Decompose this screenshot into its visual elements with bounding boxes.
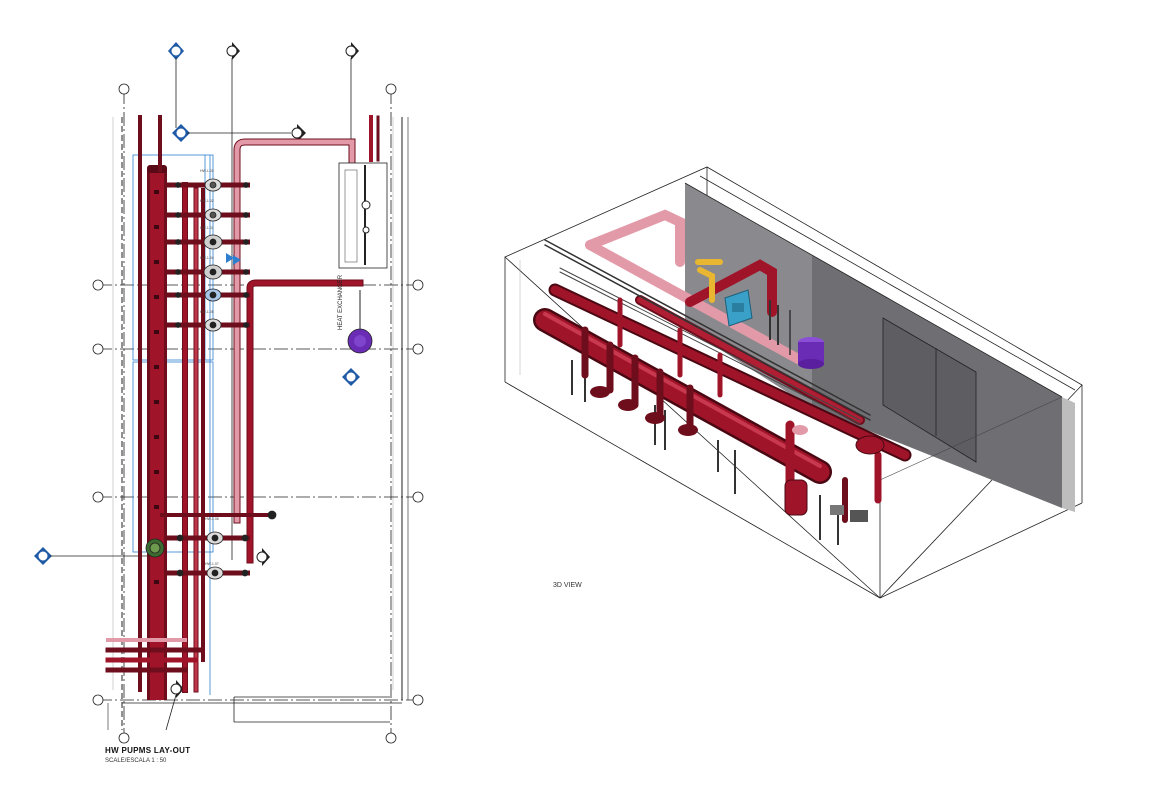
section-marker-mid-left[interactable] (172, 124, 190, 142)
flow-arrows (226, 253, 241, 265)
strainer-green (145, 538, 165, 558)
section-markers (34, 42, 360, 698)
equipment-3d (724, 289, 824, 369)
plan-scale: SCALE/ESCALA 1 : 50 (105, 758, 167, 764)
pump-6[interactable] (204, 318, 222, 332)
section-lines (50, 58, 352, 731)
pump-2[interactable] (204, 208, 222, 222)
section-marker-lower[interactable] (256, 548, 270, 566)
plan-view (34, 42, 424, 744)
pump-5[interactable] (204, 288, 222, 302)
pump-8[interactable] (206, 566, 224, 580)
heat-exchanger[interactable] (338, 162, 388, 269)
pump-tag: HW-1.06 (205, 517, 219, 521)
pump-1[interactable] (204, 178, 222, 192)
section-marker-right[interactable] (342, 368, 360, 386)
pipe-supports (571, 360, 839, 545)
plan-main-header (147, 165, 167, 700)
heat-exchanger-label: HEAT EXCHANGER (338, 274, 344, 330)
pump-tag: HW-1.05 (200, 310, 214, 314)
pump-tag: HW-1.02 (200, 199, 214, 203)
plan-walls (107, 117, 409, 730)
plan-title: HW PUPMS LAY-OUT (105, 746, 191, 755)
room-box (504, 166, 1083, 599)
valve-marks (175, 182, 277, 577)
header-studs (154, 190, 159, 584)
section-marker-top-3[interactable] (345, 42, 359, 60)
section-marker-top-1[interactable] (168, 42, 184, 60)
section-marker-left[interactable] (34, 547, 52, 565)
pumps-3d (590, 386, 885, 522)
risers-3d (581, 297, 882, 523)
pump-4[interactable] (203, 264, 223, 280)
pump-3[interactable] (203, 234, 223, 250)
section-marker-top-2[interactable] (226, 42, 240, 60)
view-3d (504, 166, 1083, 599)
pump-tag: HW-1.03 (200, 169, 214, 173)
section-marker-bottom[interactable] (170, 680, 184, 698)
header-3d (533, 209, 912, 484)
pump-tag: HW-1.07 (205, 562, 219, 566)
pump-7[interactable] (206, 531, 224, 545)
expansion-tank[interactable] (347, 290, 373, 354)
plan-pipes (105, 115, 380, 693)
plan-pumps (145, 178, 277, 580)
section-marker-mid-right[interactable] (291, 124, 306, 142)
view-3d-label: 3D VIEW (553, 582, 582, 589)
pump-tag: HW-1.04 (200, 256, 214, 260)
pump-tag: HW-1.01 (200, 226, 214, 230)
plan-grid-bubbles (92, 83, 424, 744)
